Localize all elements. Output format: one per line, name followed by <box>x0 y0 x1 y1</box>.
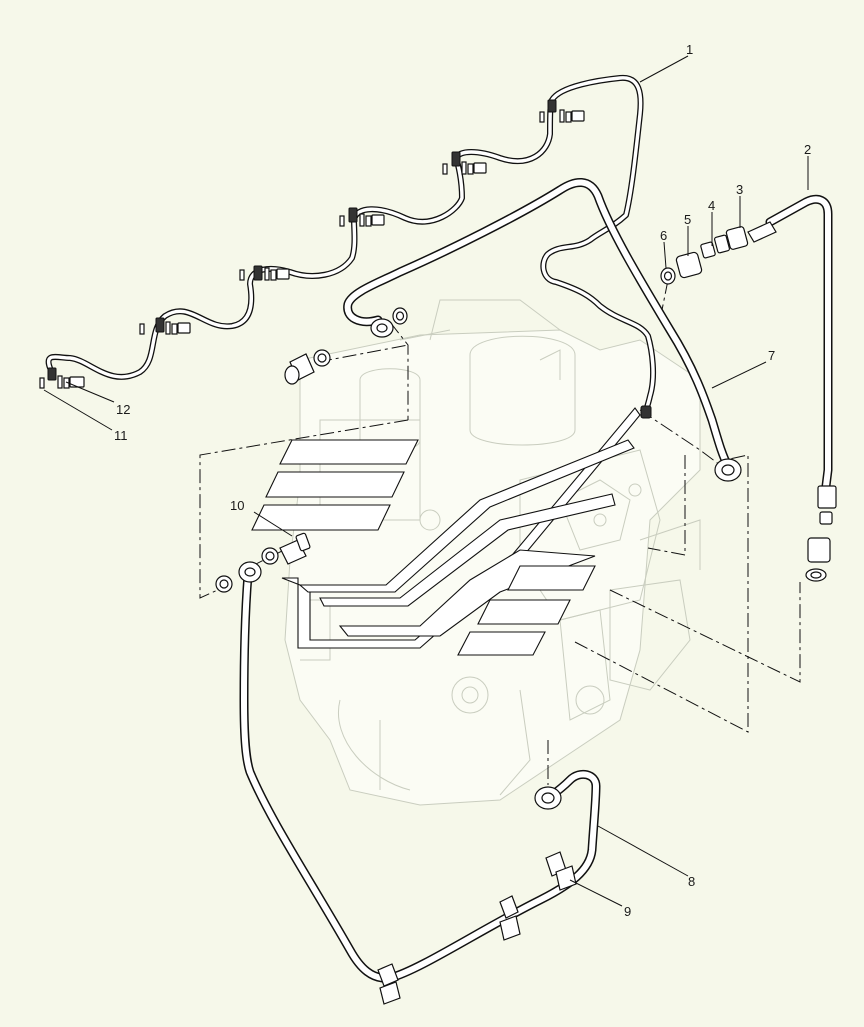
tee-fitting-4 <box>339 207 385 227</box>
callout-10: 10 <box>230 498 244 513</box>
callout-9: 9 <box>624 904 631 919</box>
supply-pipe-right <box>765 194 837 582</box>
engine-block-ghost <box>284 299 701 806</box>
callout-6: 6 <box>660 228 667 243</box>
tee-fitting-1 <box>39 367 85 389</box>
banjo-bolt-upper <box>284 307 408 385</box>
callout-labels: 1 2 3 4 5 6 7 8 9 10 11 12 <box>114 42 811 919</box>
leader-lines <box>43 55 809 907</box>
callout-2: 2 <box>804 142 811 157</box>
return-pipe-lower <box>238 561 601 983</box>
callout-4: 4 <box>708 198 715 213</box>
callout-11: 11 <box>114 428 128 443</box>
callout-5: 5 <box>684 212 691 227</box>
callout-3: 3 <box>736 182 743 197</box>
fitting-stack <box>660 221 777 285</box>
pipe-clips <box>377 851 577 1005</box>
callout-12: 12 <box>116 402 130 417</box>
tee-fitting-3 <box>239 265 290 281</box>
injector-return-line <box>45 74 657 419</box>
brand-logo-graphic <box>251 407 641 656</box>
banjo-bolt-lower <box>215 532 311 593</box>
tee-fitting-6 <box>539 99 585 123</box>
callout-7: 7 <box>768 348 775 363</box>
tee-fitting-2 <box>139 317 191 335</box>
callout-1: 1 <box>686 42 693 57</box>
return-pipe-upper <box>343 178 742 482</box>
tee-fitting-5 <box>442 151 487 175</box>
assembly-center-lines <box>199 279 801 785</box>
callout-8: 8 <box>688 874 695 889</box>
